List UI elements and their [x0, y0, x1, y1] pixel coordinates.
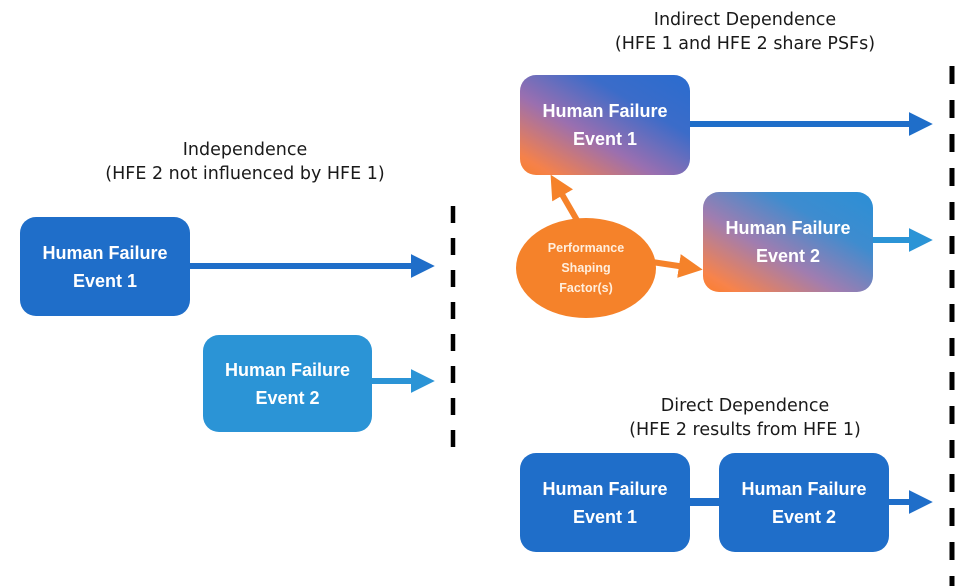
indep-hfe1-box: Human Failure Event 1 [20, 217, 190, 316]
arrow-psf-to-hfe1 [550, 174, 581, 224]
box-label-line2: Event 2 [771, 506, 837, 527]
box-label-line1: Human Failure [542, 101, 668, 121]
psf-label-line1: Performance [547, 241, 625, 255]
independence-title: Independence [182, 140, 308, 160]
indirect-hfe1-box: Human Failure Event 1 [520, 75, 690, 175]
indirect-title: Indirect Dependence [653, 10, 837, 30]
arrow-psf-to-hfe2 [651, 254, 703, 278]
box-label-line2: Event 1 [572, 506, 638, 527]
box-label-line2: Event 1 [572, 129, 638, 149]
independence-caption: Independence (HFE 2 not influenced by HF… [60, 138, 430, 186]
box-label-line2: Event 2 [755, 246, 821, 266]
psf-label-line2: Shaping [561, 261, 611, 275]
indirect-hfe2-box: Human Failure Event 2 [703, 192, 873, 292]
indep-hfe2-box: Human Failure Event 2 [203, 335, 372, 432]
box-label-line2: Event 2 [255, 387, 320, 408]
box-label-line1: Human Failure [42, 242, 168, 263]
box-label-line2: Event 1 [72, 270, 138, 291]
box-label-line1: Human Failure [741, 478, 867, 499]
box-label-line1: Human Failure [224, 359, 351, 380]
independence-subtitle: (HFE 2 not influenced by HFE 1) [105, 164, 385, 184]
direct-subtitle: (HFE 2 results from HFE 1) [629, 420, 861, 440]
direct-hfe2-box: Human Failure Event 2 [719, 453, 889, 552]
direct-caption: Direct Dependence (HFE 2 results from HF… [560, 394, 930, 442]
direct-hfe1-box: Human Failure Event 1 [520, 453, 690, 552]
direct-title: Direct Dependence [660, 396, 830, 416]
indirect-subtitle: (HFE 1 and HFE 2 share PSFs) [614, 34, 876, 54]
indirect-caption: Indirect Dependence (HFE 1 and HFE 2 sha… [560, 8, 930, 56]
box-label-line1: Human Failure [542, 478, 668, 499]
psf-label-line3: Factor(s) [559, 281, 613, 295]
box-label-line1: Human Failure [725, 218, 851, 238]
psf-ellipse: Performance Shaping Factor(s) [516, 218, 656, 318]
